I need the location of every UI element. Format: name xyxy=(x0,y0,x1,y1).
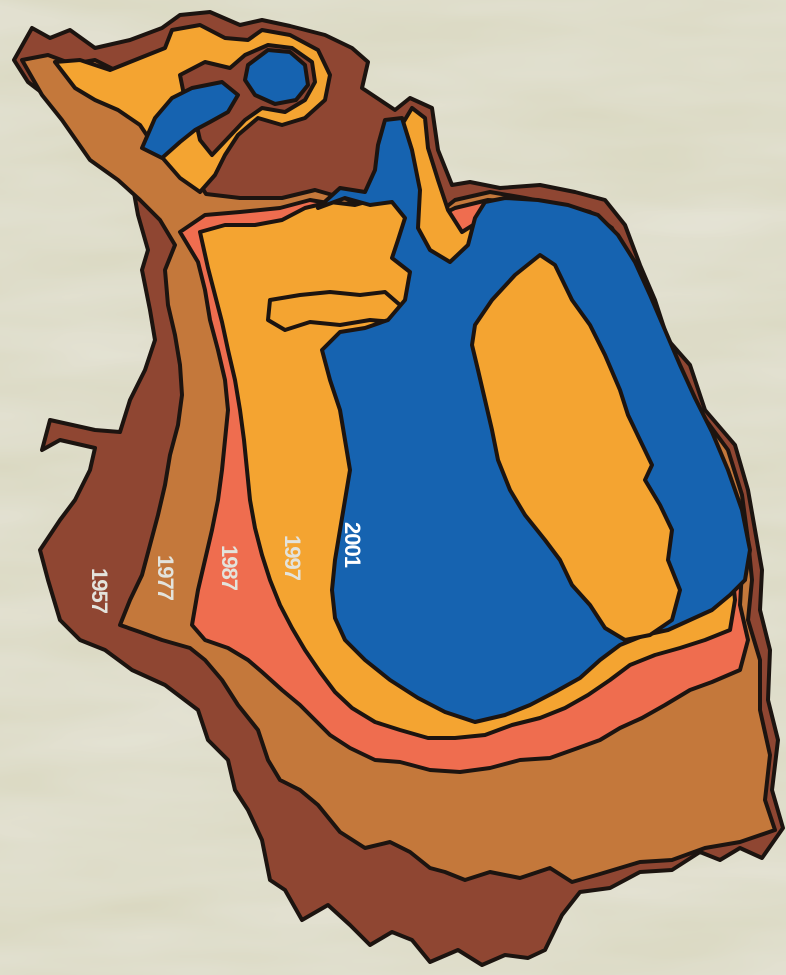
label-2001: 2001 xyxy=(340,522,365,568)
small-sea-2001-east xyxy=(243,48,310,106)
small-sea-2001-west xyxy=(140,80,240,160)
island-1997 xyxy=(470,253,682,642)
label-1987: 1987 xyxy=(217,545,242,591)
label-1977: 1977 xyxy=(153,555,178,601)
label-1957: 1957 xyxy=(87,568,112,614)
label-1997: 1997 xyxy=(280,535,305,581)
